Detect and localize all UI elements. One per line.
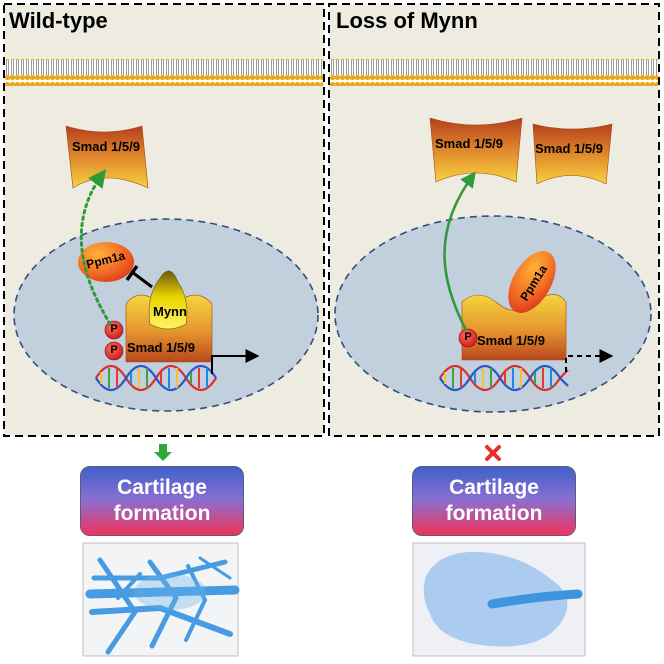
phospho-wildtype-1-label: P bbox=[110, 323, 118, 335]
smad-cyto-loss-1-label: Smad 1/5/9 bbox=[435, 136, 503, 151]
green-down-arrow-icon bbox=[154, 444, 172, 461]
smad-nuc-loss-label: Smad 1/5/9 bbox=[477, 333, 545, 348]
smad-nuc-wildtype-label: Smad 1/5/9 bbox=[127, 340, 195, 355]
ppm1a-wildtype-shape bbox=[78, 242, 134, 282]
dotted-export-arrow bbox=[79, 169, 112, 326]
phospho-loss-label: P bbox=[464, 331, 472, 343]
mynn-shape bbox=[148, 270, 188, 330]
mynn-label: Mynn bbox=[153, 304, 187, 319]
panel-title-loss: Loss of Mynn bbox=[336, 8, 478, 33]
dna-loss bbox=[439, 364, 569, 392]
transcription-arrow-loss bbox=[565, 349, 614, 372]
outcome-box-wildtype: Cartilage formation bbox=[80, 466, 244, 536]
phospho-wildtype-2 bbox=[104, 341, 124, 361]
ppm1a-loss-shape bbox=[508, 251, 556, 313]
smad-cyto-loss-1-shape bbox=[429, 117, 523, 183]
cartilage-image-loss bbox=[412, 542, 586, 657]
outcome-loss-line1: Cartilage bbox=[449, 476, 539, 499]
outcome-text-loss: Cartilage formation bbox=[413, 467, 575, 527]
smad-cyto-wildtype-label: Smad 1/5/9 bbox=[72, 139, 140, 154]
smad-cyto-wildtype-shape bbox=[65, 125, 149, 189]
smad-cyto-loss-2-label: Smad 1/5/9 bbox=[535, 141, 603, 156]
phospho-wildtype-1 bbox=[104, 320, 124, 340]
outcome-text-wildtype: Cartilage formation bbox=[81, 467, 243, 527]
outcome-wildtype-line2: formation bbox=[113, 502, 211, 525]
outcome-wildtype-line1: Cartilage bbox=[117, 476, 207, 499]
dna-wildtype bbox=[95, 364, 217, 392]
phospho-loss bbox=[458, 328, 478, 348]
red-cross-icon bbox=[485, 445, 501, 461]
inhibition-bar bbox=[125, 264, 139, 282]
outcome-box-loss: Cartilage formation bbox=[412, 466, 576, 536]
cartilage-image-wildtype bbox=[82, 542, 240, 657]
transcription-arrow-wildtype bbox=[211, 349, 260, 374]
outcome-loss-line2: formation bbox=[445, 502, 543, 525]
solid-export-arrow bbox=[443, 171, 476, 331]
membrane-loss bbox=[330, 59, 658, 86]
phospho-wildtype-2-label: P bbox=[110, 344, 118, 356]
smad-cyto-loss-2-shape bbox=[532, 123, 613, 185]
membrane-wildtype bbox=[5, 59, 323, 86]
inhibition-line bbox=[131, 270, 153, 289]
panel-title-wildtype: Wild-type bbox=[9, 8, 108, 33]
